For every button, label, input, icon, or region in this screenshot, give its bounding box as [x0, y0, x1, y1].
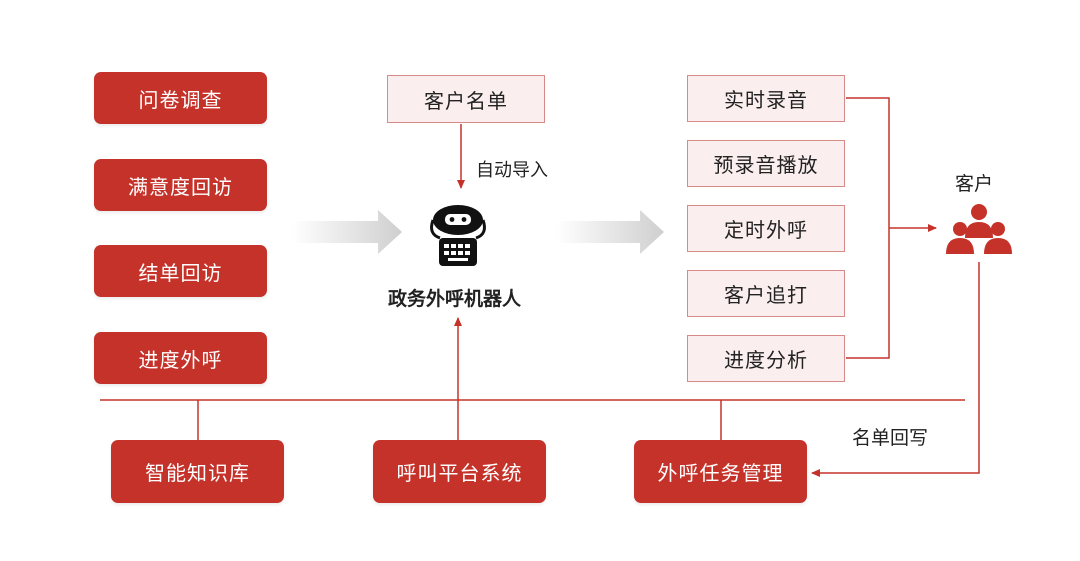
left-item-survey: 问卷调查	[94, 72, 267, 124]
right-item-progress-analysis: 进度分析	[687, 335, 845, 382]
left-item-closing-visit: 结单回访	[94, 245, 267, 297]
robot-label: 政务外呼机器人	[388, 288, 522, 310]
right-item-realtime-recording: 实时录音	[687, 75, 845, 122]
customers-group-icon	[946, 204, 1012, 254]
bottom-item-knowledge-base: 智能知识库	[111, 440, 284, 503]
bottom-item-call-platform: 呼叫平台系统	[373, 440, 546, 503]
customer-list-box: 客户名单	[387, 75, 545, 123]
right-item-scheduled-call: 定时外呼	[687, 205, 845, 252]
write-back-label: 名单回写	[852, 427, 929, 449]
left-item-satisfaction-visit: 满意度回访	[94, 159, 267, 211]
bracket-line	[846, 97, 890, 359]
left-item-progress-call: 进度外呼	[94, 332, 267, 384]
write-back-arrow	[811, 262, 980, 477]
right-item-customer-follow-up: 客户追打	[687, 270, 845, 317]
flow-arrow-left	[292, 210, 402, 254]
robot-icon	[430, 205, 486, 266]
customer-label: 客户	[955, 173, 994, 195]
bottom-item-outbound-task-management: 外呼任务管理	[634, 440, 807, 503]
right-item-prerecorded-playback: 预录音播放	[687, 140, 845, 187]
auto-import-label: 自动导入	[476, 160, 548, 181]
flow-arrow-right	[556, 210, 664, 254]
